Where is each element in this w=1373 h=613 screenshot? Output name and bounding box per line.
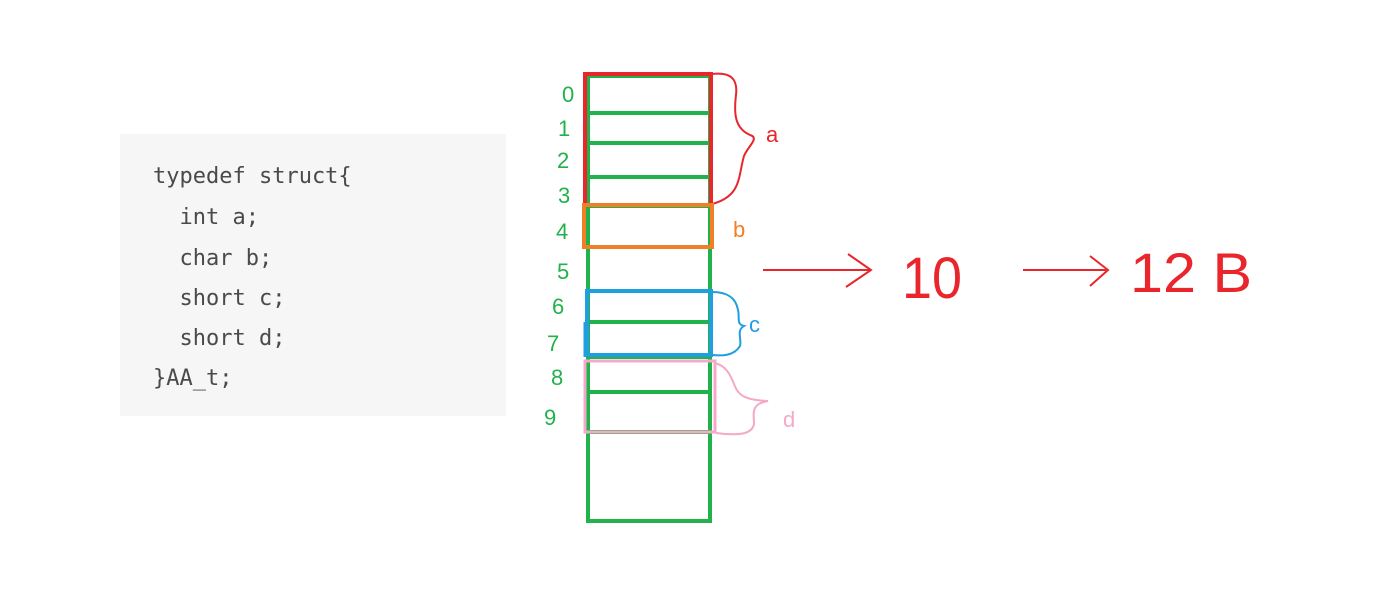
code-line-6: }AA_t; xyxy=(153,366,233,391)
field-b: b xyxy=(582,203,745,249)
final-size-value: 12 B xyxy=(1130,241,1252,304)
arrow-icon xyxy=(763,253,873,288)
field-a-brace xyxy=(711,72,755,205)
field-c: c xyxy=(583,289,760,357)
byte-index-2: 2 xyxy=(557,148,569,173)
code-snippet: typedef struct{ int a; char b; short c; … xyxy=(120,134,506,416)
field-d-brace xyxy=(714,362,769,436)
field-b-label: b xyxy=(733,217,745,242)
field-c-brace xyxy=(711,291,747,357)
memory-grid xyxy=(586,74,712,523)
field-d: d xyxy=(583,359,795,436)
field-d-box xyxy=(583,359,717,434)
field-c-box xyxy=(585,289,713,357)
code-line-5: short d; xyxy=(153,326,286,351)
intermediate-size-value: 10 xyxy=(902,246,962,311)
code-line-2: int a; xyxy=(153,205,259,230)
byte-indices: 0 1 2 3 4 5 6 7 8 9 xyxy=(544,82,574,430)
field-c-label: c xyxy=(749,312,760,337)
field-b-box xyxy=(582,203,714,249)
code-line-1: typedef struct{ xyxy=(153,164,352,189)
byte-index-9: 9 xyxy=(544,405,556,430)
arrow-icon xyxy=(1023,255,1110,287)
byte-index-8: 8 xyxy=(551,365,563,390)
byte-index-5: 5 xyxy=(557,259,569,284)
code-line-4: short c; xyxy=(153,286,286,311)
byte-index-6: 6 xyxy=(552,294,564,319)
code-line-3: char b; xyxy=(153,246,273,271)
field-a-label: a xyxy=(766,122,779,147)
byte-index-1: 1 xyxy=(558,116,570,141)
result-annotation: 10 12 B xyxy=(763,241,1252,311)
field-a: a xyxy=(583,72,779,207)
field-d-label: d xyxy=(783,407,795,432)
byte-index-3: 3 xyxy=(558,183,570,208)
byte-index-7: 7 xyxy=(547,331,559,356)
byte-index-4: 4 xyxy=(556,219,568,244)
byte-index-0: 0 xyxy=(562,82,574,107)
field-a-box xyxy=(583,72,713,207)
